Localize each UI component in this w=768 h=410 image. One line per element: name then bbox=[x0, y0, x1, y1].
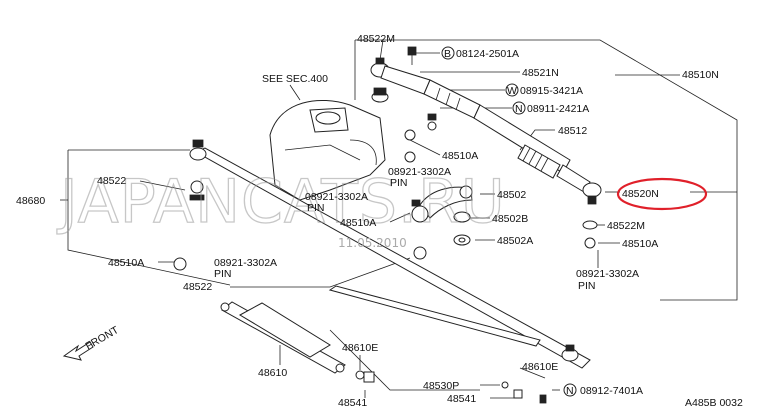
label-08911: 08911-2421A bbox=[527, 103, 589, 115]
label-48610E-b: 48610E bbox=[522, 361, 558, 373]
label-48680: 48680 bbox=[16, 195, 45, 207]
diagram-code: A485B 0032 bbox=[685, 397, 743, 409]
label-48522M-top: 48522M bbox=[357, 33, 395, 45]
label-pin-center: PIN bbox=[390, 177, 408, 189]
front-arrow-icon bbox=[62, 341, 94, 361]
label-pin-08921-left: 08921-3302A bbox=[305, 191, 368, 203]
label-08912: 08912-7401A bbox=[580, 385, 643, 397]
relay-rod-assembly bbox=[370, 46, 602, 205]
badge-b bbox=[441, 46, 455, 60]
label-48510A-lower: 48510A bbox=[108, 257, 144, 269]
label-48541-a: 48541 bbox=[338, 397, 367, 409]
label-pin-08921-lower: 08921-3302A bbox=[214, 257, 277, 269]
label-48510A-center: 48510A bbox=[442, 150, 478, 162]
label-48510N: 48510N bbox=[682, 69, 719, 81]
badge-w bbox=[505, 83, 519, 97]
label-48502A: 48502A bbox=[497, 235, 533, 247]
front-indicator: FRONT bbox=[62, 324, 122, 361]
label-48510A-right: 48510A bbox=[622, 238, 658, 250]
tie-rod-lower bbox=[328, 285, 541, 347]
part-labels: SEE SEC.400 48522M B 08124-2501A 48521N … bbox=[16, 33, 743, 409]
badge-n-bottom bbox=[563, 383, 577, 397]
badge-w-text: W bbox=[507, 85, 517, 97]
badge-n-top bbox=[512, 101, 526, 115]
see-sec-label: SEE SEC.400 bbox=[262, 73, 328, 85]
front-label: FRONT bbox=[84, 324, 122, 353]
label-48610: 48610 bbox=[258, 367, 287, 379]
label-48541-b: 48541 bbox=[447, 393, 476, 405]
label-48510A-mid: 48510A bbox=[340, 217, 376, 229]
center-link bbox=[173, 139, 598, 369]
label-pin-08921-right: 08921-3302A bbox=[576, 268, 639, 280]
label-48502B: 48502B bbox=[492, 213, 528, 225]
date-stamp: 11.05.2010 bbox=[338, 236, 407, 250]
label-08124: 08124-2501A bbox=[456, 48, 519, 60]
label-48502: 48502 bbox=[497, 189, 526, 201]
label-48530P: 48530P bbox=[423, 380, 459, 392]
label-48520N: 48520N bbox=[622, 188, 659, 200]
badge-n-top-text: N bbox=[515, 103, 523, 115]
badge-n-bottom-text: N bbox=[566, 385, 574, 397]
label-48610E-a: 48610E bbox=[342, 342, 378, 354]
badge-b-text: B bbox=[444, 48, 451, 60]
highlight-oval bbox=[616, 177, 708, 211]
label-08915: 08915-3421A bbox=[520, 85, 583, 97]
label-48521N: 48521N bbox=[522, 67, 559, 79]
label-pin-left: PIN bbox=[307, 202, 325, 214]
leader-lines bbox=[60, 39, 738, 399]
label-48522-lower: 48522 bbox=[183, 281, 212, 293]
steering-gear-housing bbox=[269, 84, 386, 201]
label-pin-right: PIN bbox=[578, 280, 596, 292]
label-48522-left: 48522 bbox=[97, 175, 126, 187]
label-pin-08921-center: 08921-3302A bbox=[388, 166, 451, 178]
label-48522M-right: 48522M bbox=[607, 220, 645, 232]
label-pin-lower: PIN bbox=[214, 268, 232, 280]
steering-damper bbox=[220, 301, 547, 404]
watermark: JAPANCATS.RU bbox=[56, 167, 506, 237]
label-48512: 48512 bbox=[558, 125, 587, 137]
